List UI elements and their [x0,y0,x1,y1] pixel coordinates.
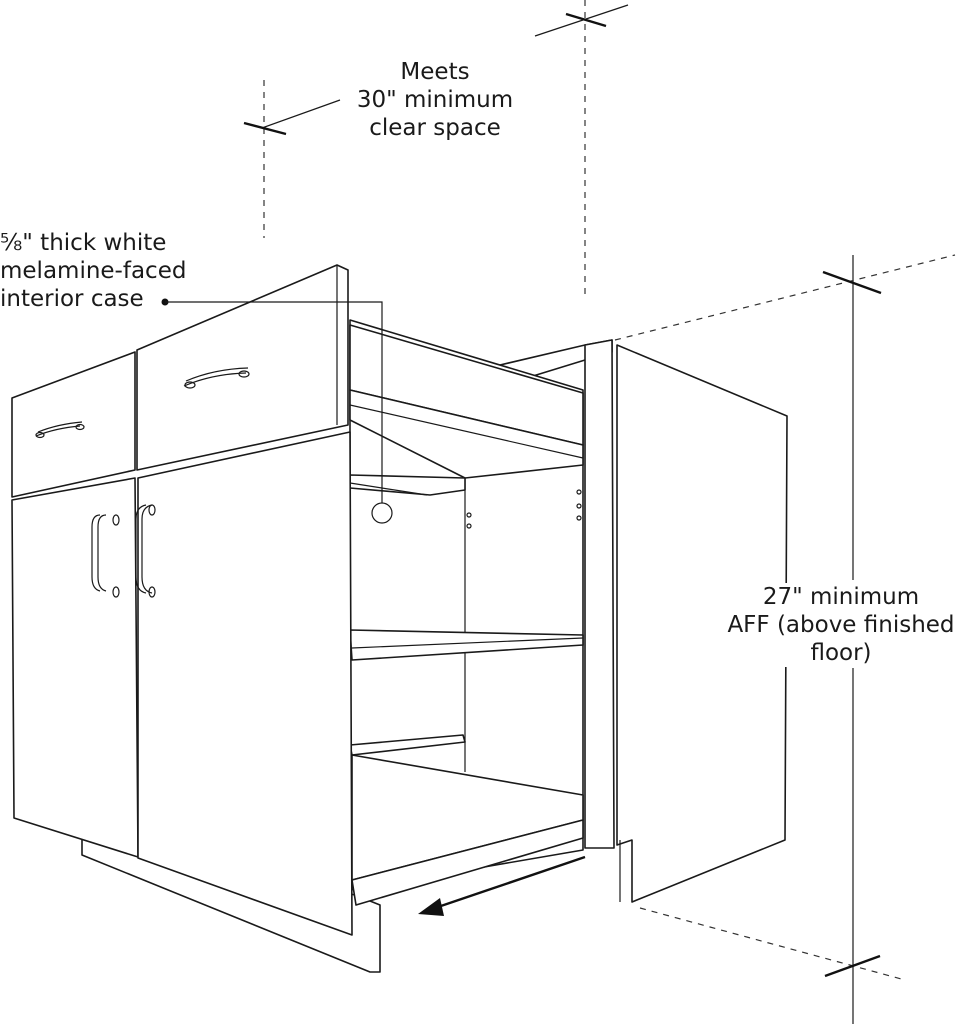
height-line-3: floor) [810,640,872,666]
clearance-line-2: 30" minimum [356,87,514,113]
front-stile [584,339,615,849]
height-line-1: 27" minimum [762,584,920,610]
clearance-line-1: Meets [400,59,470,85]
drawer-left[interactable] [11,351,136,498]
material-label: ⅝" thick white melamine-faced interior c… [0,229,186,313]
clearance-label: Meets 30" minimum clear space [345,58,525,142]
drawer-pull-right [183,367,249,387]
door-left[interactable] [11,477,139,858]
clearance-dimension [243,0,629,300]
drawer-right[interactable] [136,264,349,471]
pull-out-arrow [418,855,586,916]
door-right[interactable] [135,431,353,936]
height-dimension [614,254,956,1024]
clearance-line-3: clear space [369,115,501,141]
material-leader [161,298,393,524]
height-label: 27" minimum AFF (above finished floor) [725,583,957,667]
door-pull-right [135,504,153,594]
door-pull-left [91,514,107,592]
pull-out-shelf-unit [349,319,584,906]
height-line-2: AFF (above finished [727,612,955,638]
material-line-2: melamine-faced [0,258,187,284]
material-line-3: interior case [0,286,144,312]
material-line-1: ⅝" thick white [0,230,167,256]
